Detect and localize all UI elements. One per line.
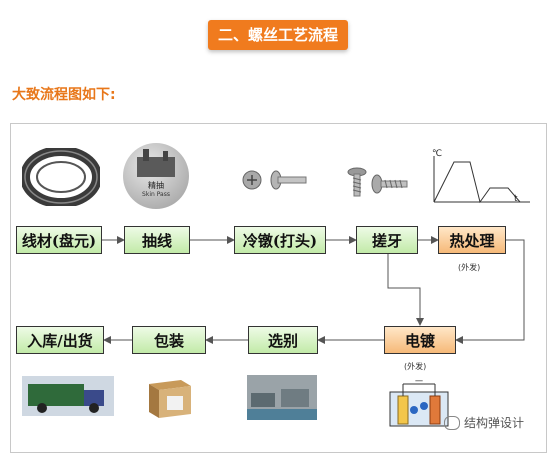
plating-box: 电镀 xyxy=(384,326,456,354)
jingchou-label: 精抽 xyxy=(148,181,164,190)
wire-drawing-box: 抽线 xyxy=(124,226,190,254)
screw-blank-image xyxy=(242,170,307,190)
heat-curve-image xyxy=(433,156,530,204)
celsius-label: ℃ xyxy=(432,149,443,159)
watermark: 结构弹设计 xyxy=(444,414,524,431)
section-banner: 二、螺丝工艺流程 xyxy=(208,20,348,50)
sorting-workshop-image xyxy=(247,375,317,420)
time-label: t xyxy=(514,194,518,204)
plating-tank-image xyxy=(389,383,449,427)
heat-outsourced-note: (外发) xyxy=(458,263,481,272)
drawing-machine-image: 精抽 Skin Pass xyxy=(123,143,189,209)
heat-treatment-box: 热处理 xyxy=(438,226,506,254)
watermark-text: 结构弹设计 xyxy=(464,416,525,430)
truck-image xyxy=(22,376,114,416)
wechat-icon xyxy=(444,415,460,430)
wire-rod-box: 线材(盘元) xyxy=(16,226,102,254)
sorting-box: 选别 xyxy=(248,326,318,354)
section-subtitle: 大致流程图如下: xyxy=(12,87,116,103)
wire-coil-image xyxy=(22,148,100,206)
package-box-image xyxy=(149,380,191,418)
plating-tank-label: 一 xyxy=(415,377,423,386)
packing-box: 包装 xyxy=(132,326,206,354)
plating-outsourced-note: (外发) xyxy=(404,362,427,371)
cold-heading-box: 冷镦(打头) xyxy=(234,226,326,254)
storage-shipping-box: 入库/出货 xyxy=(16,326,104,354)
threaded-screw-image xyxy=(347,167,408,197)
thread-rolling-box: 搓牙 xyxy=(356,226,418,254)
skinpass-label: Skin Pass xyxy=(142,191,170,198)
